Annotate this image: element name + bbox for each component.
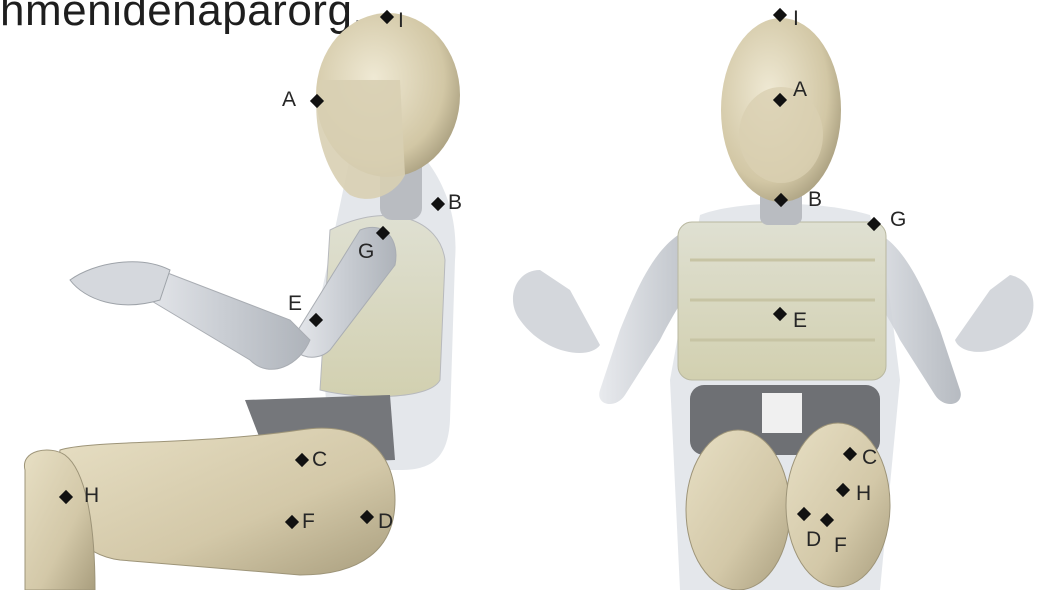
svg-text:C: C <box>312 448 327 471</box>
svg-text:H: H <box>84 484 99 507</box>
svg-text:D: D <box>378 510 393 533</box>
front-left-hand <box>513 270 600 353</box>
side-hand <box>70 262 170 305</box>
svg-text:F: F <box>834 534 847 557</box>
svg-text:E: E <box>288 292 302 315</box>
svg-text:D: D <box>806 528 821 551</box>
svg-text:C: C <box>862 446 877 469</box>
svg-text:G: G <box>358 240 374 263</box>
front-right-hand <box>955 275 1033 352</box>
svg-text:B: B <box>808 188 822 211</box>
svg-text:B: B <box>448 191 462 214</box>
side-view: I A B G E C H F <box>24 9 462 590</box>
front-left-thigh <box>686 430 790 590</box>
svg-text:A: A <box>282 88 296 111</box>
svg-text:H: H <box>856 482 871 505</box>
svg-text:A: A <box>793 78 807 101</box>
front-view: I A B G E C H D <box>513 7 1033 590</box>
svg-text:E: E <box>793 309 807 332</box>
front-buckle <box>762 393 802 433</box>
marker-G: G <box>867 208 906 231</box>
svg-text:I: I <box>793 7 799 30</box>
side-face <box>316 80 405 199</box>
svg-text:G: G <box>890 208 906 231</box>
svg-text:F: F <box>302 510 315 533</box>
side-thigh <box>55 428 395 575</box>
svg-text:I: I <box>398 9 404 32</box>
